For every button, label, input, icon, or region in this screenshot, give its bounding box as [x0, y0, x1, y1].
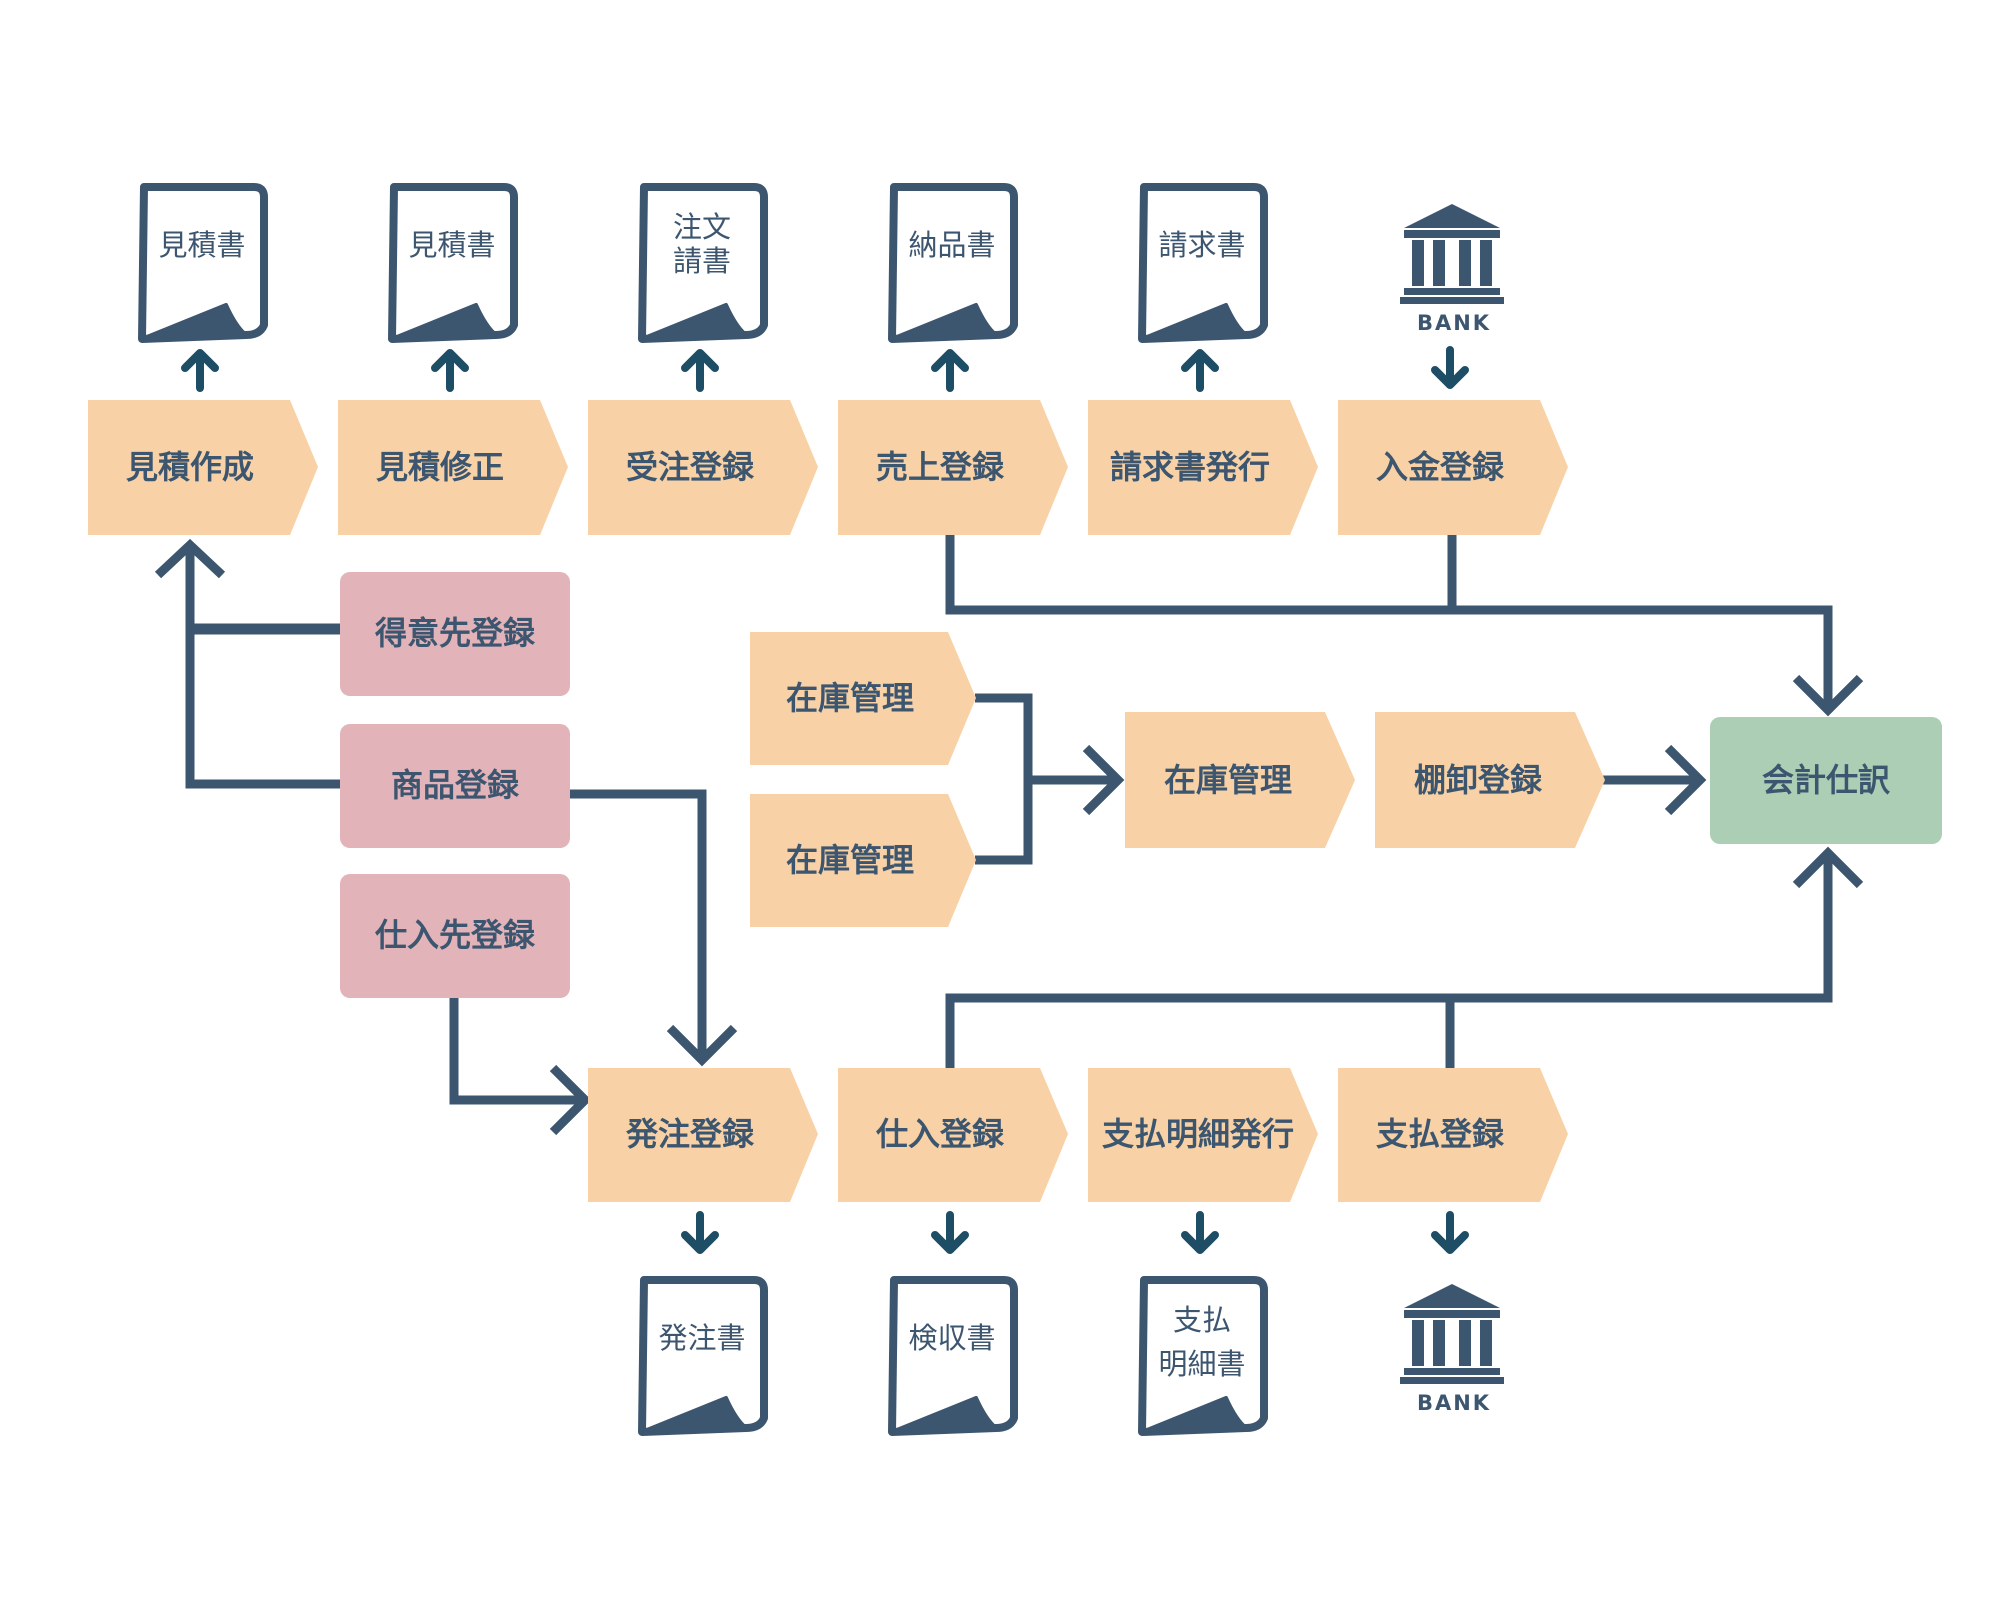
step-label: 在庫管理	[786, 841, 914, 879]
up-arrow-icon	[1181, 349, 1219, 392]
step-label: 支払登録	[1376, 1115, 1505, 1153]
step-purchase-order: 発注登録	[588, 1068, 818, 1202]
arrowhead-accounting-up	[1792, 846, 1864, 889]
accounting-label: 会計仕訳	[1762, 761, 1891, 799]
step-label: 見積修正	[376, 448, 504, 486]
arrowhead-order-down	[666, 1024, 738, 1067]
bank-label: BANK	[1417, 1391, 1491, 1415]
step-label: 請求書発行	[1110, 448, 1270, 486]
document-label: 見積書	[158, 228, 245, 262]
master-label: 得意先登録	[375, 614, 536, 652]
step-label: 在庫管理	[786, 679, 914, 717]
inventory-section: 在庫管理 在庫管理 在庫管理 棚卸登録	[750, 632, 1605, 927]
top-process-row: 見積作成 見積修正 受注登録 売上登録 請求書発行 入金登録	[88, 400, 1568, 535]
step-invoice-issue: 請求書発行	[1088, 400, 1318, 535]
inventory-input-2: 在庫管理	[750, 794, 976, 927]
document-label: 注文	[673, 210, 731, 244]
connector-purchase-to-accounting	[945, 853, 1833, 1068]
step-label: 売上登録	[876, 448, 1005, 486]
document-arrows	[181, 346, 1469, 1254]
document-icon: 請求書	[1142, 187, 1264, 339]
top-documents: 見積書 見積書 注文 請書 納品書 請求書 BANK	[142, 187, 1504, 339]
document-icon: 見積書	[142, 187, 264, 339]
bank-icon: BANK	[1400, 204, 1504, 335]
inventory-merged: 在庫管理	[1125, 712, 1355, 848]
master-data: 得意先登録 商品登録 仕入先登録	[340, 572, 570, 998]
down-arrow-icon	[681, 1211, 719, 1254]
connector-inventory-merge	[975, 693, 1118, 865]
arrowhead-quote-up	[154, 538, 226, 579]
document-icon: 検収書	[892, 1280, 1014, 1432]
connector-sales-to-accounting	[945, 535, 1833, 710]
connector-product-to-order	[568, 789, 707, 1060]
step-label: 入金登録	[1376, 448, 1505, 486]
arrowhead-order-right	[549, 1064, 592, 1136]
master-supplier: 仕入先登録	[340, 874, 570, 998]
bank-label: BANK	[1417, 311, 1491, 335]
document-label: 支払	[1173, 1303, 1231, 1337]
document-label: 納品書	[908, 228, 995, 262]
master-label: 仕入先登録	[375, 916, 536, 954]
step-label: 受注登録	[626, 448, 755, 486]
connector-product-to-quote	[185, 545, 340, 789]
up-arrow-icon	[931, 349, 969, 392]
document-icon: 支払 明細書	[1142, 1280, 1264, 1432]
document-label: 発注書	[658, 1321, 745, 1355]
master-product: 商品登録	[340, 724, 570, 848]
document-label: 明細書	[1158, 1347, 1245, 1381]
master-label: 商品登録	[391, 766, 520, 804]
document-icon: 納品書	[892, 187, 1014, 339]
step-label: 棚卸登録	[1414, 761, 1543, 799]
master-customer: 得意先登録	[340, 572, 570, 696]
document-label: 見積書	[408, 228, 495, 262]
step-quote-revise: 見積修正	[338, 400, 568, 535]
connector-master-to-quote	[185, 545, 340, 635]
step-purchase-register: 仕入登録	[838, 1068, 1068, 1202]
step-quote-create: 見積作成	[88, 400, 318, 535]
accounting-journal: 会計仕訳	[1710, 717, 1942, 844]
step-order-receive: 受注登録	[588, 400, 818, 535]
step-sales-register: 売上登録	[838, 400, 1068, 535]
arrowhead-inventory-right	[1082, 744, 1125, 816]
bank-icon: BANK	[1400, 1284, 1504, 1415]
arrowhead-stocktake-right	[1664, 744, 1707, 816]
document-icon: 発注書	[642, 1280, 764, 1432]
down-arrow-icon	[1431, 1211, 1469, 1254]
step-label: 発注登録	[625, 1115, 755, 1153]
up-arrow-icon	[681, 349, 719, 392]
down-arrow-icon	[1181, 1211, 1219, 1254]
step-label: 見積作成	[126, 448, 254, 486]
connector-customer-to-quote	[185, 545, 340, 633]
document-label: 請求書	[1158, 228, 1245, 262]
step-label: 仕入登録	[876, 1115, 1005, 1153]
stocktake-register: 棚卸登録	[1375, 712, 1605, 848]
connector-supplier-to-order	[449, 995, 585, 1105]
step-payment-statement: 支払明細発行	[1088, 1068, 1318, 1202]
down-arrow-icon	[1431, 346, 1469, 389]
inventory-input-1: 在庫管理	[750, 632, 976, 765]
up-arrow-icon	[181, 349, 219, 392]
step-payment-register: 支払登録	[1338, 1068, 1568, 1202]
bottom-process-row: 発注登録 仕入登録 支払明細発行 支払登録	[588, 1068, 1568, 1202]
step-label: 在庫管理	[1164, 761, 1292, 799]
up-arrow-icon	[431, 349, 469, 392]
arrowhead-accounting-down	[1792, 674, 1864, 717]
bottom-documents: 発注書 検収書 支払 明細書 BANK	[642, 1280, 1504, 1432]
document-icon: 注文 請書	[642, 187, 764, 339]
down-arrow-icon	[931, 1211, 969, 1254]
step-label: 支払明細発行	[1102, 1115, 1294, 1153]
document-label: 検収書	[908, 1321, 995, 1355]
document-label: 請書	[673, 244, 731, 278]
document-icon: 見積書	[392, 187, 514, 339]
step-payment-receipt: 入金登録	[1338, 400, 1568, 535]
connectors	[154, 535, 1864, 1136]
